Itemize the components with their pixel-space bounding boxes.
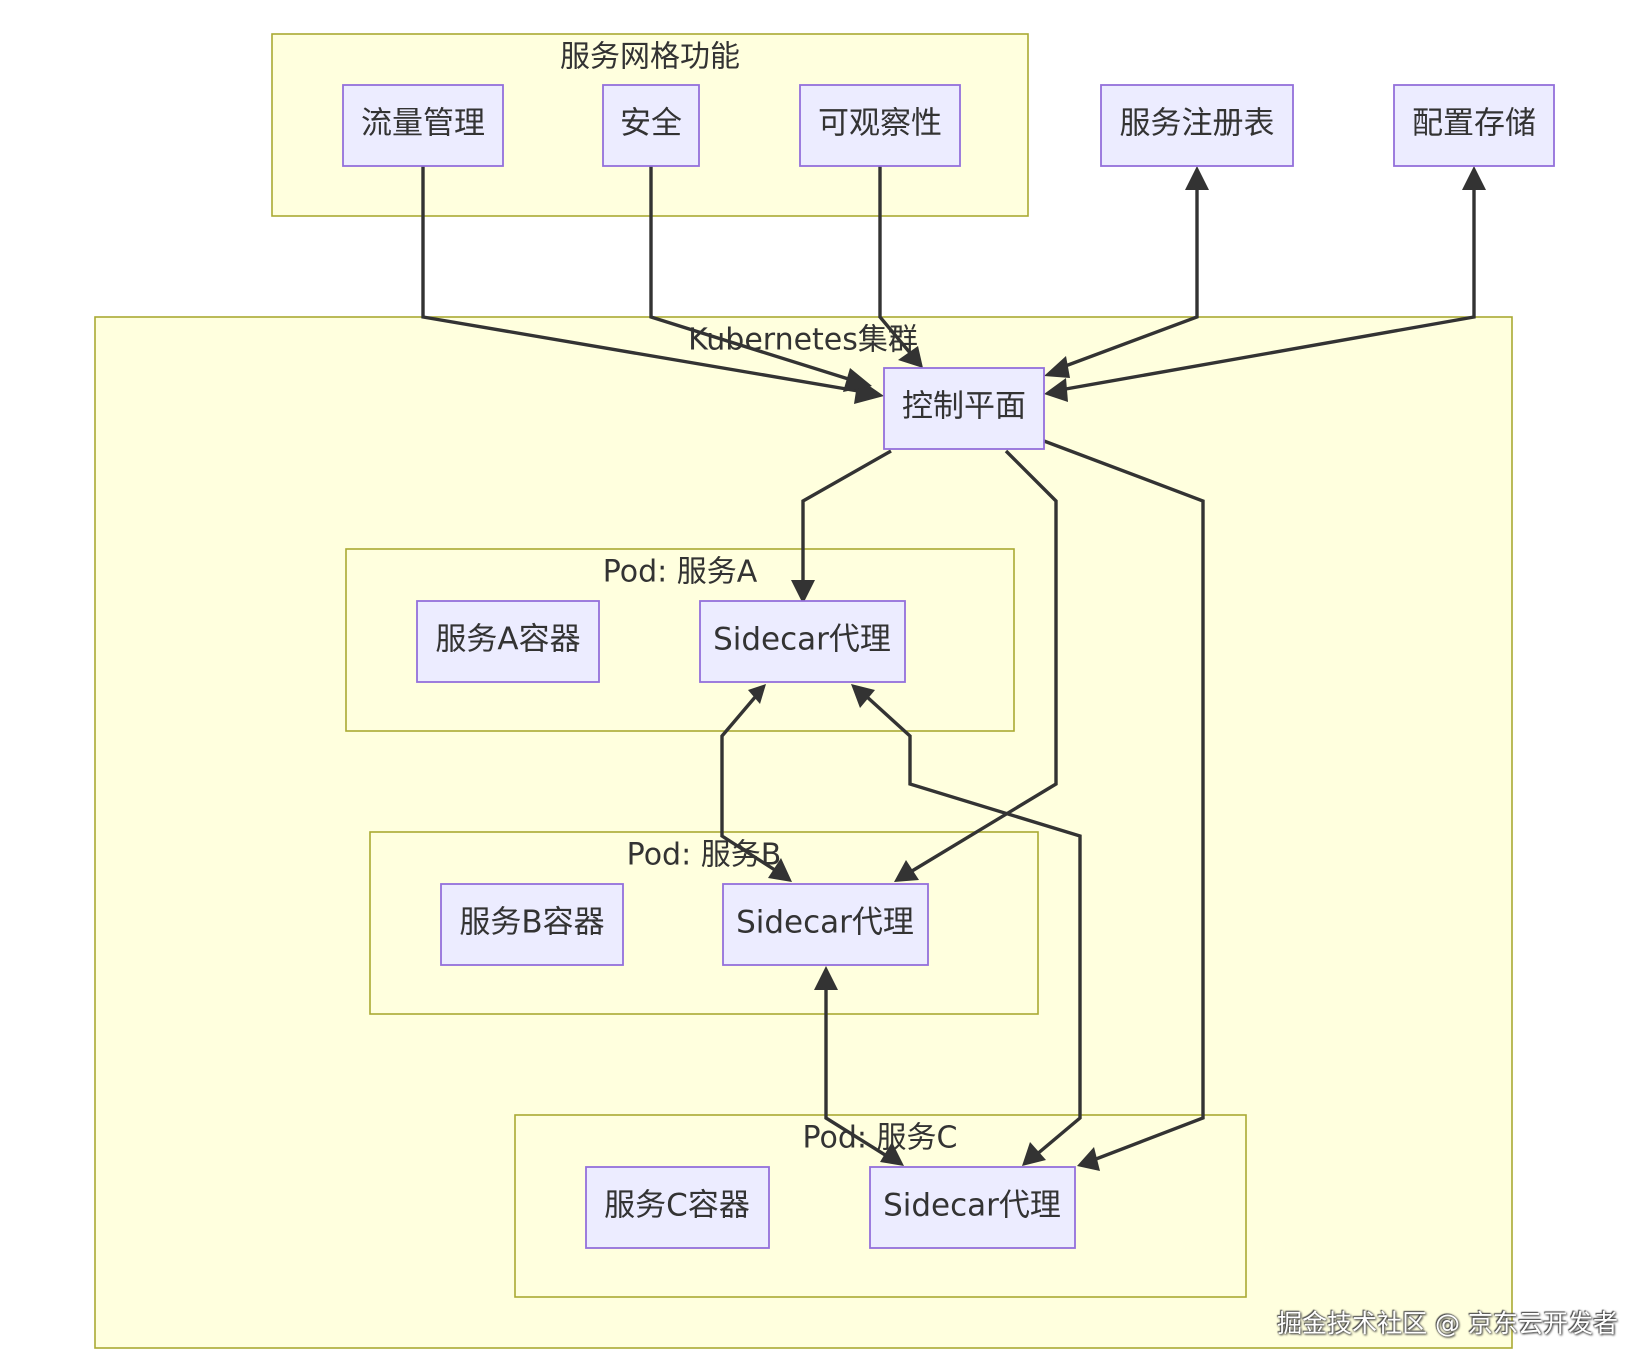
node-label: 服务注册表 <box>1120 106 1275 142</box>
edges <box>421 166 1486 1171</box>
arrowhead <box>843 368 872 392</box>
arrowhead <box>768 858 792 882</box>
edge-sidecar-b-to-sidecar-c <box>824 986 891 1160</box>
arrowhead <box>1462 166 1486 190</box>
edge-control-plane-to-config <box>1059 186 1476 392</box>
node-security[interactable]: 安全 <box>602 84 700 167</box>
cluster-title-pod-c: Pod: 服务C <box>802 1121 957 1156</box>
node-label: 配置存储 <box>1412 106 1536 142</box>
edge-control-plane-to-sidecar-c <box>1043 439 1205 1161</box>
arrowhead <box>1044 378 1068 402</box>
arrowhead <box>748 684 766 704</box>
arrowhead <box>894 860 919 882</box>
arrowhead <box>814 966 838 990</box>
arrowhead <box>880 1142 904 1166</box>
node-label: 服务A容器 <box>435 622 580 658</box>
arrowhead <box>791 580 815 604</box>
node-service-registry[interactable]: 服务注册表 <box>1100 84 1294 167</box>
node-label: 服务C容器 <box>604 1188 750 1224</box>
node-label: Sidecar代理 <box>736 905 914 941</box>
arrowhead <box>898 346 923 368</box>
node-label: 服务B容器 <box>459 905 604 941</box>
node-sidecar-proxy-c[interactable]: Sidecar代理 <box>869 1166 1076 1249</box>
node-observability[interactable]: 可观察性 <box>799 84 961 167</box>
arrowhead <box>1022 1142 1046 1166</box>
arrowhead <box>851 684 875 708</box>
node-service-c-container[interactable]: 服务C容器 <box>585 1166 770 1249</box>
edge-security-to-control-plane <box>649 166 859 384</box>
cluster-title-features: 服务网格功能 <box>560 40 740 75</box>
node-traffic-management[interactable]: 流量管理 <box>342 84 504 167</box>
node-service-a-container[interactable]: 服务A容器 <box>416 600 600 683</box>
edge-control-plane-to-sidecar-b <box>911 449 1058 873</box>
arrowhead <box>1044 356 1070 378</box>
edge-control-plane-to-registry <box>1059 186 1199 370</box>
node-service-b-container[interactable]: 服务B容器 <box>440 883 624 966</box>
node-label: 安全 <box>620 106 682 142</box>
node-config-store[interactable]: 配置存储 <box>1393 84 1555 167</box>
node-label: 流量管理 <box>361 106 485 142</box>
edge-sidecar-a-to-sidecar-c <box>864 694 1082 1157</box>
watermark-text: 掘金技术社区 @ 京东云开发者 <box>1277 1309 1618 1338</box>
edge-sidecar-a-to-sidecar-b <box>720 694 779 874</box>
arrowhead <box>1185 166 1209 190</box>
node-label: Sidecar代理 <box>713 622 891 658</box>
edge-observability-to-control-plane <box>878 166 913 356</box>
node-sidecar-proxy-b[interactable]: Sidecar代理 <box>722 883 929 966</box>
node-sidecar-proxy-a[interactable]: Sidecar代理 <box>699 600 906 683</box>
node-label: Sidecar代理 <box>883 1188 1061 1224</box>
node-control-plane[interactable]: 控制平面 <box>883 367 1045 450</box>
edge-traffic-to-control-plane <box>421 166 865 394</box>
node-label: 可观察性 <box>818 106 942 142</box>
node-label: 控制平面 <box>902 389 1026 425</box>
arrowhead <box>1077 1147 1100 1171</box>
cluster-title-pod-a: Pod: 服务A <box>603 555 758 590</box>
cluster-title-pod-b: Pod: 服务B <box>627 838 782 873</box>
edge-control-plane-to-sidecar-a <box>801 449 892 585</box>
